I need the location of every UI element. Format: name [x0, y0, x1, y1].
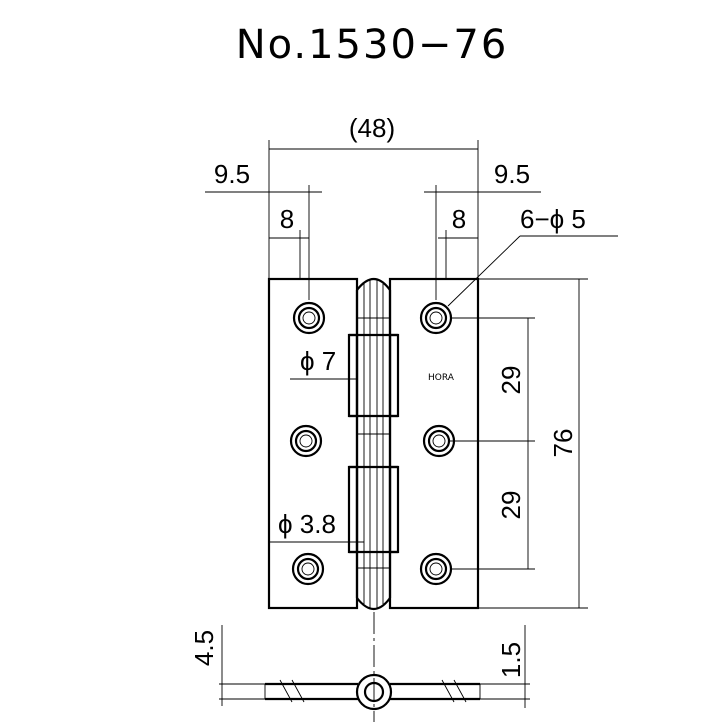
left-hole-spacing-label: 8: [280, 204, 294, 234]
hole-pitch-upper-label: 29: [496, 366, 526, 395]
overall-height-label: 76: [548, 429, 578, 458]
hole-callout: 6−ϕ 5: [447, 204, 618, 307]
hole-callout-label: 6−ϕ 5: [520, 204, 586, 234]
open-thickness-label: 4.5: [189, 630, 219, 666]
open-thickness-dimension: 4.5: [189, 625, 265, 706]
pin-diameter-label: ϕ 3.8: [278, 509, 336, 539]
brand-logo-stamp: HORA: [428, 373, 455, 383]
pin-diameter-callout: ϕ 3.8: [270, 509, 364, 543]
hole-pitch-lower-label: 29: [496, 491, 526, 520]
drawing-title: No.1530−76: [236, 22, 509, 68]
hole-bottom-right: [419, 552, 453, 586]
overall-height-dimension: 76: [478, 278, 588, 609]
hole-middle-left: [289, 424, 323, 458]
right-edge-dimension: 9.5: [424, 159, 541, 300]
leaf-thickness-dimension: 1.5: [480, 625, 530, 708]
left-edge-dimension: 9.5: [205, 159, 322, 300]
knuckle-diameter-callout: ϕ 7: [290, 346, 357, 380]
right-edge-label: 9.5: [494, 159, 530, 189]
overall-width-dimension: (48): [268, 113, 479, 279]
hole-top-right: [419, 301, 453, 335]
knuckle-diameter-label: ϕ 7: [300, 346, 336, 376]
overall-width-label: (48): [349, 113, 395, 143]
left-edge-label: 9.5: [214, 159, 250, 189]
right-hole-spacing-dimension: 8: [438, 204, 478, 279]
hole-top-left: [292, 301, 326, 335]
side-view: [264, 673, 481, 711]
hole-pitch-dimensions: 29 29: [450, 317, 535, 570]
leaf-thickness-label: 1.5: [496, 642, 526, 678]
hole-middle-right: [422, 424, 456, 458]
knuckle-barrel: [347, 277, 400, 611]
left-hole-spacing-dimension: 8: [269, 204, 309, 279]
right-hole-spacing-label: 8: [452, 204, 466, 234]
hole-bottom-left: [291, 552, 325, 586]
